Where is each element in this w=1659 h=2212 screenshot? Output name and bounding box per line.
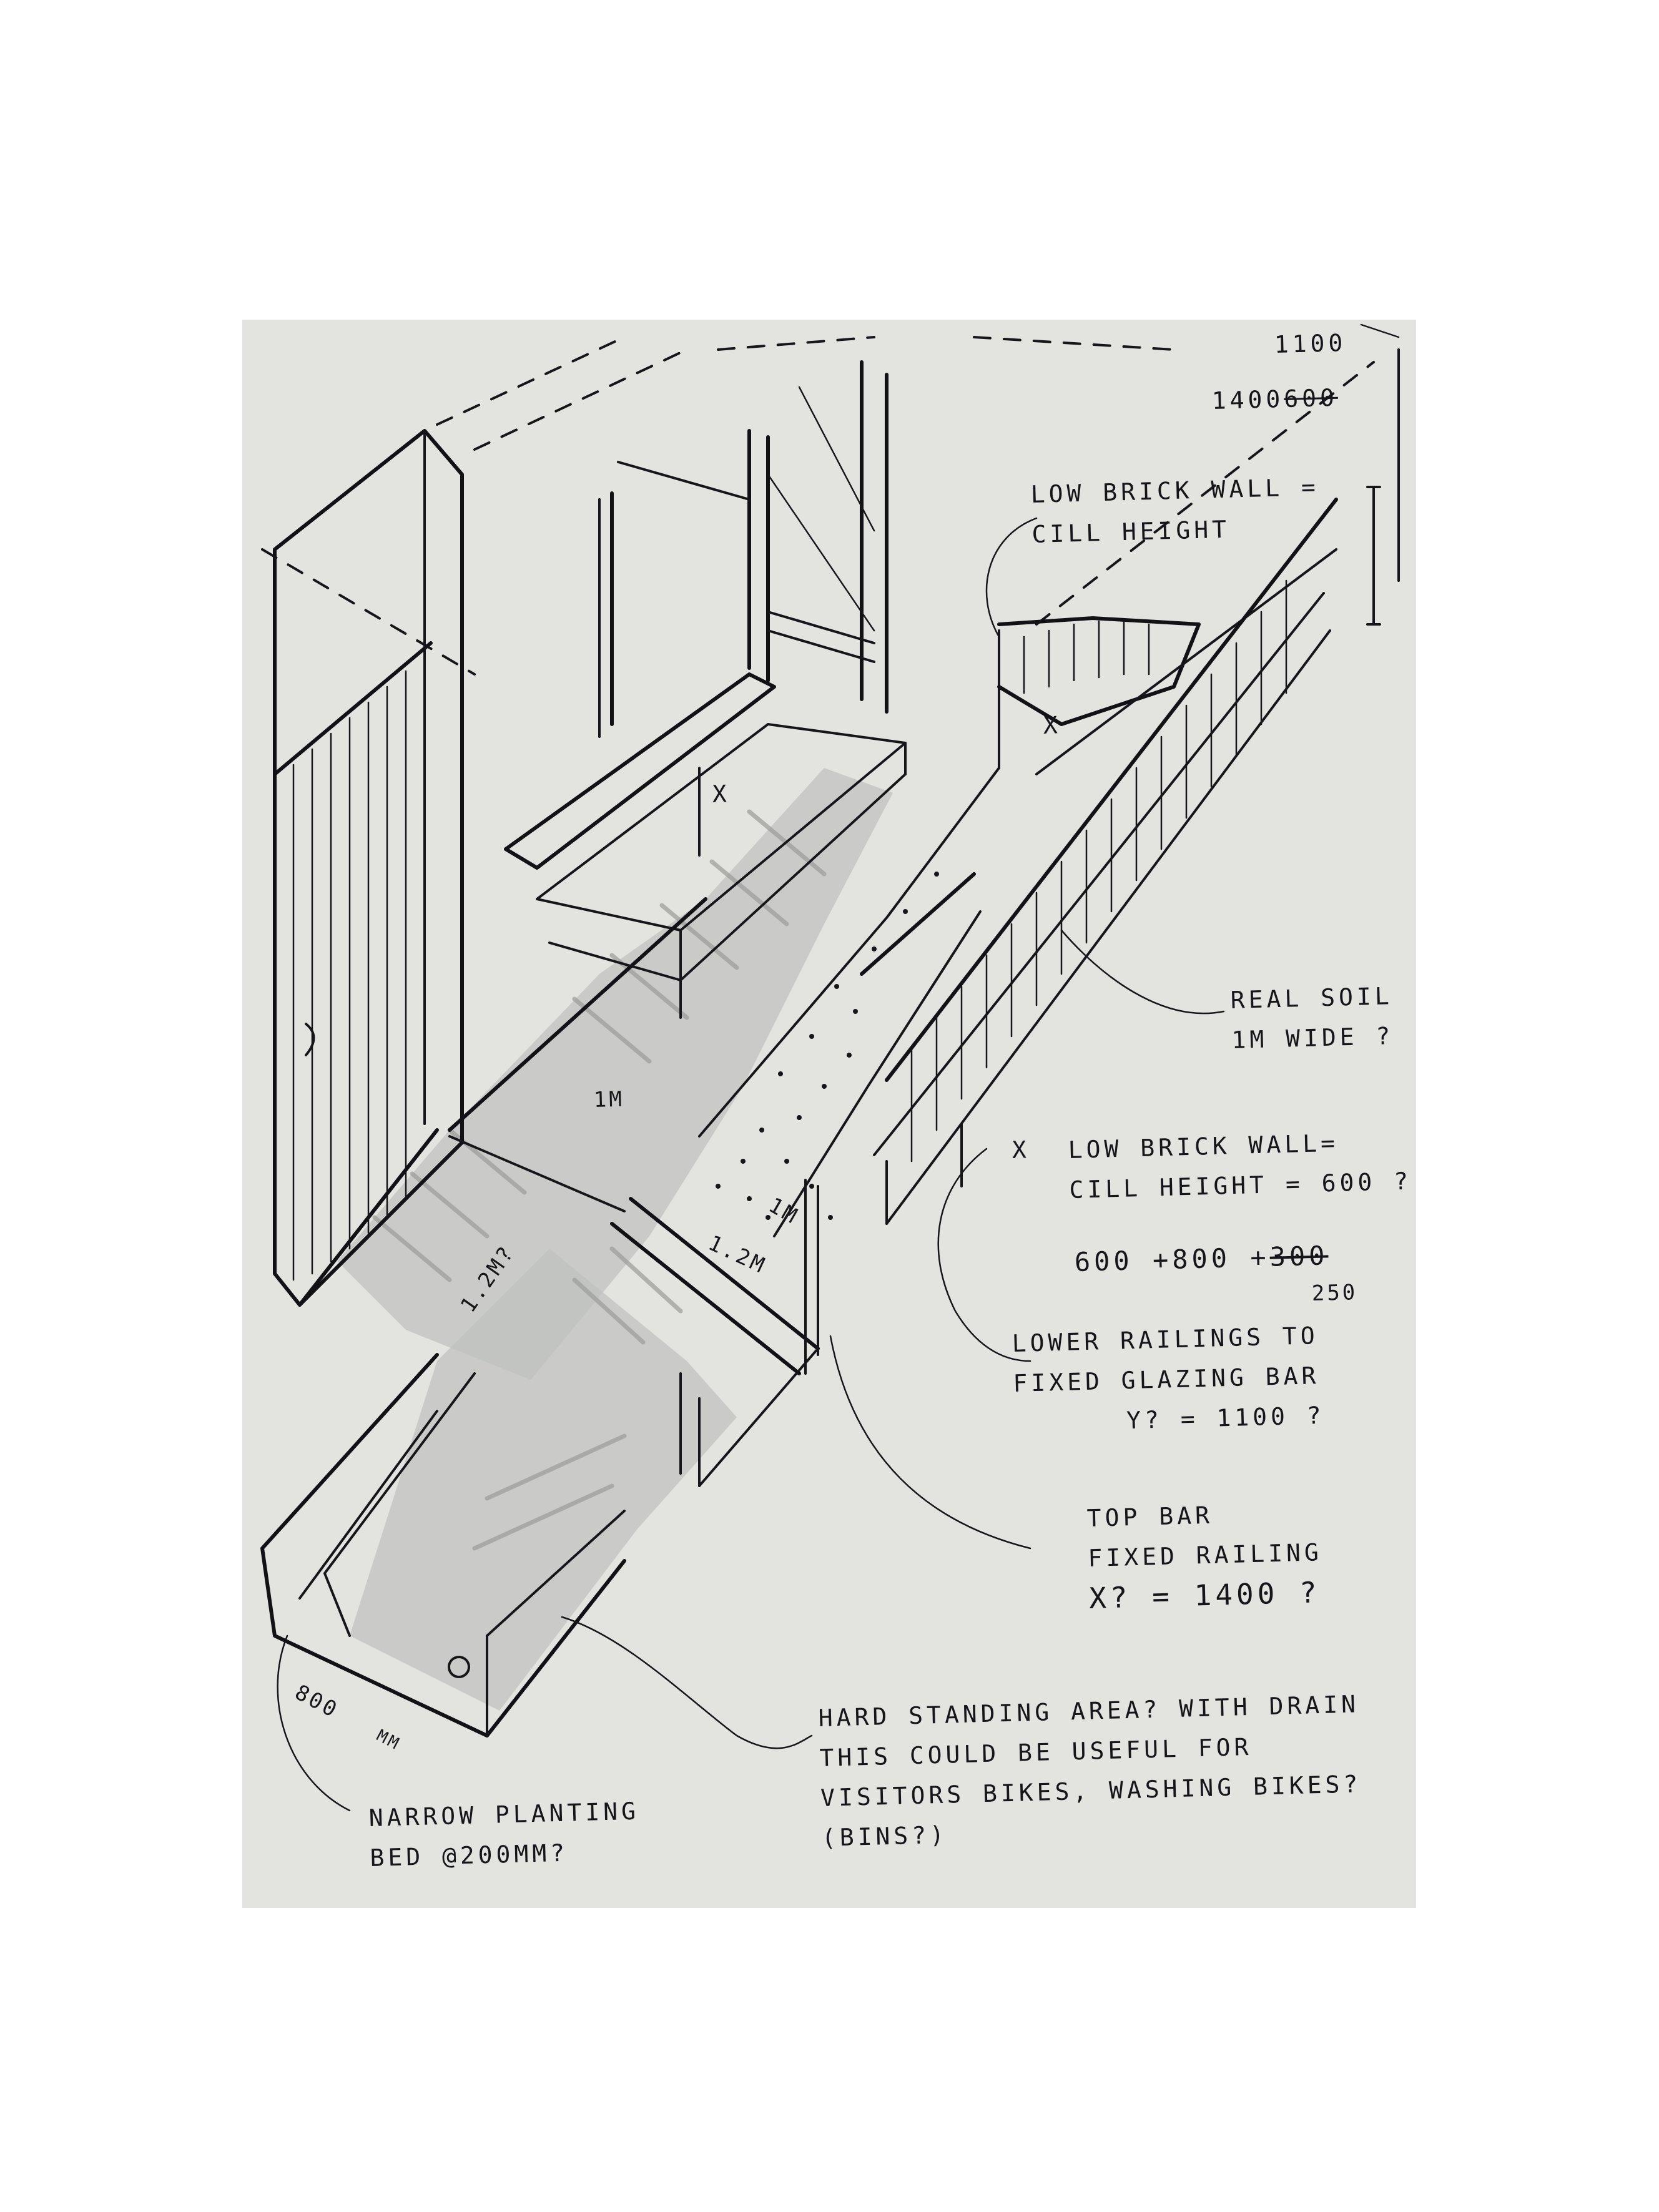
narrow-planting-line-2: BED @200mm? — [369, 1839, 569, 1872]
low-wall-top-line-1: LOW BRICK WALL = — [1030, 473, 1320, 508]
height-bracket — [1366, 348, 1400, 626]
lower-railings-line-3: y? = 1100 ? — [1126, 1401, 1326, 1435]
x-marker: x — [1012, 1136, 1031, 1164]
dim-1m: 1m — [593, 1086, 625, 1113]
sum-250: 250 — [1311, 1280, 1358, 1306]
sum-note: 600 +800 +300 — [1074, 1240, 1329, 1277]
paving-edges — [298, 897, 820, 1487]
height-1400: 1400 — [1211, 385, 1284, 415]
height-1100: 1100 — [1274, 328, 1347, 358]
leader-lines — [277, 323, 1400, 1812]
soil-dots — [716, 872, 939, 1220]
door-panel — [273, 429, 464, 1307]
railing-bars — [910, 579, 1287, 1163]
drive-shading — [350, 1249, 737, 1711]
low-wall-top-note: LOW BRICK WALL = CILL HEIGHT — [1030, 467, 1321, 554]
dim-x-wall: x — [1043, 711, 1062, 739]
sum-300-struck: 300 — [1269, 1240, 1329, 1272]
real-soil-line-1: REAL SOIL — [1230, 982, 1394, 1014]
sum-800: 800 — [1171, 1242, 1231, 1275]
window-frame — [598, 360, 889, 738]
window-sill — [504, 672, 907, 1019]
narrow-planting-note: NARROW PLANTING BED @200mm? — [368, 1791, 641, 1878]
top-bar-note: TOP BAR FIXED RAILINGx? = 1400 ? — [1086, 1492, 1324, 1618]
top-bar-line-3: x? = 1400 ? — [1088, 1575, 1321, 1615]
low-wall-x-note: LOW BRICK WALL=CILL HEIGHT = 600 ? — [1068, 1121, 1412, 1210]
height-row: 1400600 — [1211, 378, 1339, 421]
real-soil-note: REAL SOIL 1m WIDE ? — [1230, 976, 1394, 1060]
building-outline — [261, 336, 1375, 676]
dim-x-window: x — [712, 780, 731, 808]
drive-bed — [260, 1353, 626, 1738]
top-bar-line-2: FIXED RAILING — [1087, 1538, 1323, 1572]
top-bar-line-1: TOP BAR — [1086, 1501, 1214, 1532]
sum-600: 600 — [1074, 1245, 1134, 1277]
low-wall-top-line-2: CILL HEIGHT — [1031, 515, 1231, 548]
real-soil-line-2: 1m WIDE ? — [1231, 1022, 1394, 1054]
narrow-planting-line-1: NARROW PLANTING — [368, 1797, 640, 1832]
drain-icon — [448, 1656, 470, 1678]
height-600-struck: 600 — [1283, 383, 1339, 413]
